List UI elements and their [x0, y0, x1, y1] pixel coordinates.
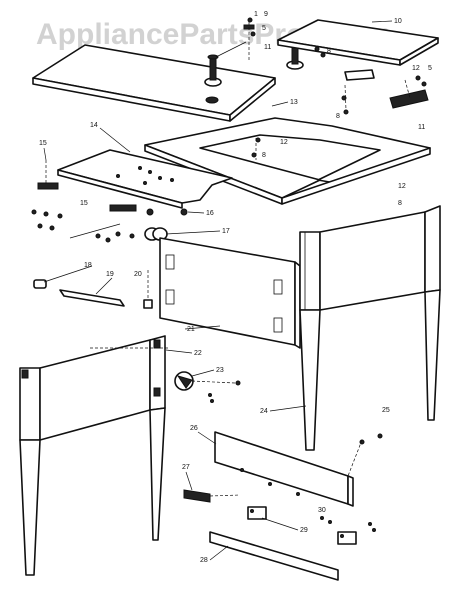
callout-12-side: 12 — [398, 183, 406, 190]
callout-9: 9 — [264, 11, 268, 18]
callout-26: 26 — [190, 425, 198, 432]
callout-17: 17 — [222, 228, 230, 235]
callout-30: 30 — [318, 507, 326, 514]
callout-28: 28 — [200, 557, 208, 564]
screws-9-5-8-top — [243, 17, 326, 60]
callout-11-top: 11 — [264, 44, 271, 51]
part-19-drawer-pull[interactable] — [59, 289, 125, 307]
callout-8-bracket: 8 — [336, 113, 340, 120]
part-11-hinge-knob[interactable] — [204, 41, 304, 87]
part-10-top-panel[interactable] — [277, 19, 439, 66]
part-27-hinge[interactable] — [183, 489, 241, 503]
callout-16: 16 — [206, 210, 214, 217]
part-15-brackets[interactable] — [37, 160, 137, 212]
part-26-lower-panel[interactable] — [214, 431, 354, 507]
callout-10: 10 — [394, 18, 402, 25]
callout-5-top: 5 — [262, 25, 266, 32]
part-14-base-plate[interactable] — [57, 149, 233, 209]
callout-15-left: 15 — [39, 140, 47, 147]
part-22-left-leg-assembly[interactable] — [19, 335, 170, 576]
callout-8-frame: 8 — [262, 152, 266, 159]
callout-27: 27 — [182, 464, 190, 471]
callout-22: 22 — [194, 350, 202, 357]
callout-11-right: 11 — [418, 124, 425, 131]
callout-14: 14 — [90, 122, 98, 129]
part-25-screws — [347, 433, 383, 477]
part-23-corner-brace[interactable] — [174, 371, 241, 403]
leader-lines — [43, 20, 393, 561]
callout-20: 20 — [134, 271, 142, 278]
part-29-hinge-plates[interactable] — [247, 506, 357, 545]
part-1-large-top-board[interactable] — [32, 44, 276, 122]
callout-1: 1 — [254, 11, 258, 18]
callout-8-top: 8 — [327, 48, 331, 55]
callout-25: 25 — [382, 407, 390, 414]
callout-12-frame: 12 — [280, 139, 288, 146]
callout-29: 29 — [300, 527, 308, 534]
callout-8-side: 8 — [398, 200, 402, 207]
part-28-bottom-rail[interactable] — [209, 531, 339, 581]
callout-13: 13 — [290, 99, 298, 106]
callout-5-right: 5 — [428, 65, 432, 72]
part-17-hinge-bracket[interactable] — [341, 69, 429, 115]
part-21-drawer-panel[interactable] — [159, 237, 301, 349]
callout-19: 19 — [106, 271, 114, 278]
callout-12-top: 12 — [412, 65, 420, 72]
part-30-screws — [320, 516, 376, 532]
callout-21: 21 — [187, 326, 195, 333]
part-18-knob[interactable] — [33, 279, 47, 289]
part-20-stop[interactable] — [143, 270, 153, 309]
screws-16-17 — [31, 208, 188, 243]
callout-labels: 1 5 5 8 8 8 8 9 10 11 11 12 12 12 13 14 … — [39, 11, 432, 564]
callout-23: 23 — [216, 367, 224, 374]
callout-18: 18 — [84, 262, 92, 269]
callout-15-mid: 15 — [80, 200, 88, 207]
callout-24: 24 — [260, 408, 268, 415]
part-24-right-leg-assembly[interactable] — [299, 205, 441, 451]
